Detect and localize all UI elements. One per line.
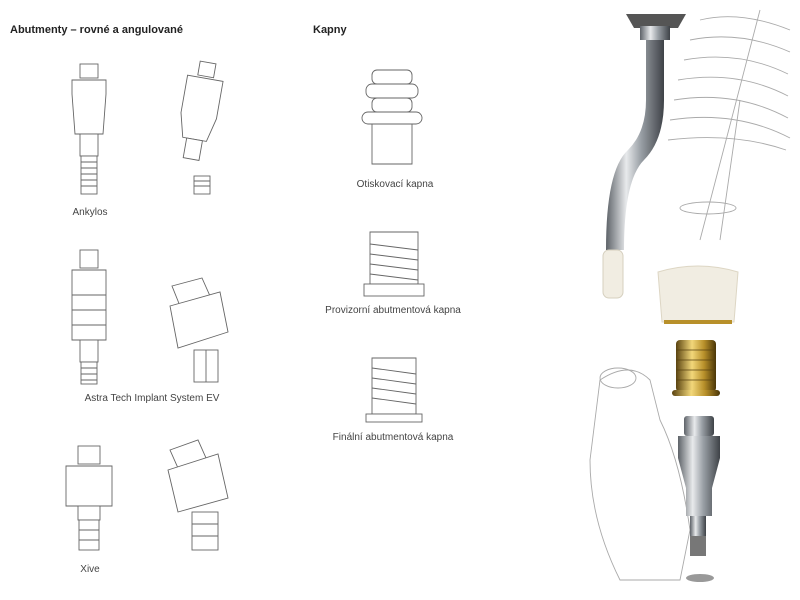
ankylos-angled-thread	[193, 175, 211, 195]
xive-angled-abutment	[167, 439, 229, 551]
xive-label: Xive	[80, 564, 100, 575]
impression-tool	[602, 14, 686, 299]
astra-straight-abutment	[71, 249, 107, 385]
xive-straight-abutment	[65, 445, 113, 551]
final-cap-label: Finální abutmentová kapna	[332, 432, 454, 443]
final-cap	[365, 357, 423, 423]
background-sketch	[589, 9, 791, 581]
ankylos-angled-abutment	[180, 60, 224, 161]
ankylos-straight-abutment	[71, 63, 107, 195]
ankylos-label: Ankylos	[72, 207, 108, 218]
provisional-cap	[363, 231, 425, 297]
astra-label: Astra Tech Implant System EV	[84, 393, 220, 404]
gold-cap	[672, 340, 720, 396]
provisional-cap-label: Provizorní abutmentová kapna	[325, 305, 461, 316]
impression-cap-label: Otiskovací kapna	[356, 179, 434, 190]
abutments-heading: Abutmenty – rovné a angulované	[10, 24, 183, 36]
astra-angled-abutment	[169, 277, 229, 383]
crown	[657, 265, 739, 324]
impression-cap	[361, 69, 423, 165]
caps-heading: Kapny	[313, 24, 347, 36]
metal-abutment	[678, 416, 720, 582]
